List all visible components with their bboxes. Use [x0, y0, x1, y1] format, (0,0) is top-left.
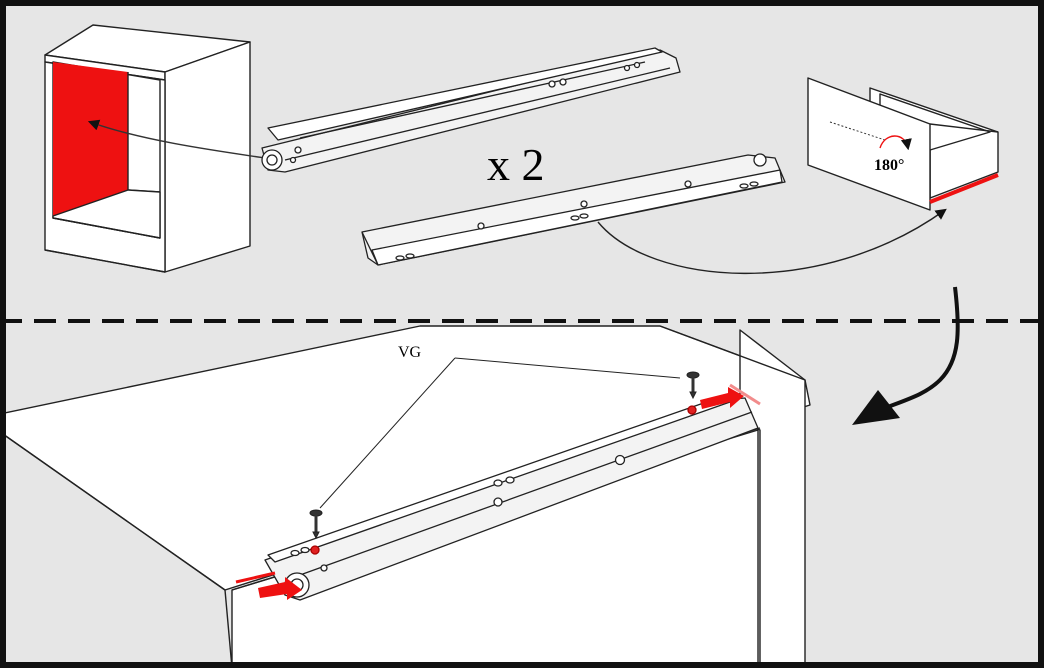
screw-leader-line [319, 357, 456, 509]
cabinet-icon [44, 24, 251, 273]
drawer-rail-direction-arrow [597, 208, 947, 274]
cabinet-rail-direction-arrow [87, 119, 266, 159]
rotation-label: 180° [874, 157, 904, 174]
screw-icon [309, 509, 323, 540]
front-edge-marker [235, 571, 276, 584]
cabinet-closeup [0, 325, 811, 668]
screw-icon [686, 371, 700, 400]
drawer-rail-icon [361, 153, 786, 266]
direction-arrow-icon [879, 286, 960, 412]
cabinet-side-panel-highlight [53, 62, 128, 216]
drawer-box-icon [807, 77, 999, 211]
quantity-label: x 2 [487, 139, 545, 190]
push-arrow-icon [700, 387, 744, 409]
rotate-arrow-icon [879, 135, 912, 151]
cabinet-rail-icon [261, 47, 681, 173]
direction-arrow-head [852, 390, 900, 425]
screw-label: VG [398, 344, 422, 361]
rotation-axis [829, 121, 886, 141]
screw-leader-line [454, 357, 681, 379]
push-arrow-icon [258, 577, 302, 600]
rear-edge-marker [729, 383, 761, 406]
